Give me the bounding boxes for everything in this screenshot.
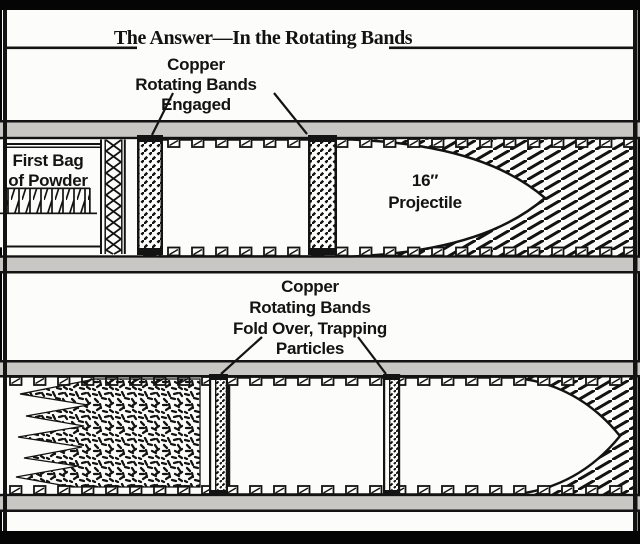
blast-particle-cloud — [15, 378, 201, 488]
rotating-band-1 — [137, 135, 163, 255]
projectile-label-line1: 16″ — [412, 171, 438, 190]
bag-zigzag-line-top — [7, 187, 90, 190]
bottom-barrel-outer-line-bottom — [0, 509, 640, 512]
bag-line-top2 — [7, 146, 100, 148]
page-frame-bottom — [0, 531, 640, 544]
bottom-barrel-wall-bottom — [0, 496, 640, 510]
bottom-leader-right — [357, 336, 387, 375]
bottom-annotation-line4: Particles — [276, 339, 344, 358]
bag-powder-zigzag — [7, 189, 90, 213]
bag-zigzag-line-bottom — [0, 212, 97, 215]
rifling-teeth-top-row2 — [133, 246, 637, 256]
top-annotation-line3: Engaged — [161, 95, 231, 114]
top-barrel-outer-line-top — [0, 120, 640, 123]
top-barrel: 16″ Projectile First Bag of Powder — [0, 120, 640, 274]
bag-line-bottom — [7, 245, 100, 248]
powder-label-line2: of Powder — [8, 171, 88, 190]
top-annotation-line1: Copper — [167, 55, 225, 74]
rotating-band-2 — [308, 135, 337, 255]
powder-bag: First Bag of Powder — [0, 143, 100, 248]
top-bore-line-bottom — [0, 255, 640, 258]
bag-line-top1 — [7, 143, 100, 145]
bottom-bore-line-bottom — [0, 493, 640, 497]
bottom-annotation-line2: Rotating Bands — [249, 298, 370, 317]
top-annotation-line2: Rotating Bands — [135, 75, 256, 94]
page-title: The Answer—In the Rotating Bands — [114, 27, 413, 49]
bag-zigzag-end-line — [89, 188, 91, 214]
top-leader-left — [151, 92, 174, 136]
folded-band-2 — [383, 374, 401, 496]
page-border-right — [633, 10, 638, 531]
top-barrel-wall-bottom — [0, 257, 640, 271]
bottom-annotation: Copper Rotating Bands Fold Over, Trappin… — [220, 277, 387, 375]
rifling-teeth-bottom-row1 — [6, 376, 637, 387]
rifling-teeth-bottom-row2 — [6, 485, 637, 495]
top-annotation: Copper Rotating Bands Engaged — [135, 55, 308, 136]
projectile-bottom — [227, 376, 622, 496]
title-underline-left — [7, 46, 137, 50]
projectile-label-line2: Projectile — [388, 193, 462, 212]
folded-band-1 — [209, 374, 228, 496]
top-leader-right — [273, 92, 308, 135]
bag-end-lattice — [100, 139, 126, 255]
page-border-left — [3, 10, 7, 531]
top-barrel-wall-top — [0, 122, 640, 137]
top-barrel-outer-line-bottom — [0, 271, 640, 274]
bottom-barrel-wall-top — [0, 362, 640, 376]
bottom-barrel-outer-line-top — [0, 360, 640, 363]
title-underline-right — [389, 46, 635, 50]
rifling-teeth-top-row1 — [133, 138, 637, 149]
powder-label-line1: First Bag — [13, 151, 84, 170]
bottom-barrel — [0, 360, 640, 512]
bottom-annotation-line1: Copper — [281, 277, 339, 296]
bottom-leader-left — [220, 336, 263, 375]
bottom-annotation-line3: Fold Over, Trapping — [233, 319, 387, 338]
